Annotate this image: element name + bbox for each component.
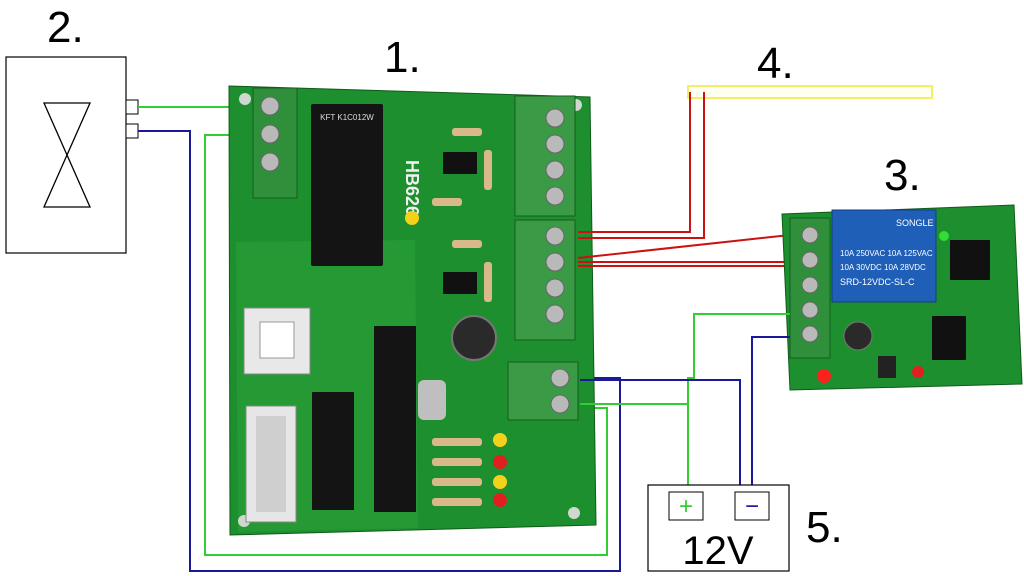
label-device-valve: 2.: [47, 3, 84, 52]
wire-green-plus: [687, 313, 790, 492]
wire-blue-minus: [751, 336, 790, 492]
relay-brand: SONGLE: [896, 218, 934, 228]
relay-module: SONGLE 10A 250VAC 10A 125VAC 10A 30VDC 1…: [781, 204, 1023, 391]
wire-blue-valve-loop: [138, 130, 621, 572]
sensor-strip: [687, 85, 933, 99]
valve-device: [5, 56, 139, 254]
wire-red-relay-a: [577, 234, 791, 259]
label-relay-module: 3.: [884, 151, 921, 200]
relay-spec-line-3: SRD-12VDC-SL-C: [840, 277, 915, 287]
valve-symbol-icon: [43, 102, 91, 208]
label-sensor-strip: 4.: [757, 39, 794, 88]
relay-spec-line-1: 10A 250VAC 10A 125VAC: [840, 249, 933, 258]
voltage-label: 12V: [682, 529, 753, 573]
wire-green-loop: [204, 134, 608, 556]
power-supply: + − 12V: [647, 484, 790, 573]
minus-terminal-label: −: [745, 493, 759, 520]
wire-blue-board-power: [580, 379, 741, 492]
controller-board: KFT K1C012W HB626: [228, 85, 597, 536]
plus-terminal-label: +: [679, 493, 693, 520]
relay-spec-line-2: 10A 30VDC 10A 28VDC: [840, 263, 926, 272]
wire-red-strip-a: [578, 92, 691, 233]
wire-red-strip-b: [578, 92, 705, 239]
board-model-label: HB626: [402, 160, 422, 216]
label-controller-board: 1.: [384, 33, 421, 82]
relay-label: KFT K1C012W: [320, 113, 374, 122]
label-power-supply: 5.: [806, 503, 843, 552]
